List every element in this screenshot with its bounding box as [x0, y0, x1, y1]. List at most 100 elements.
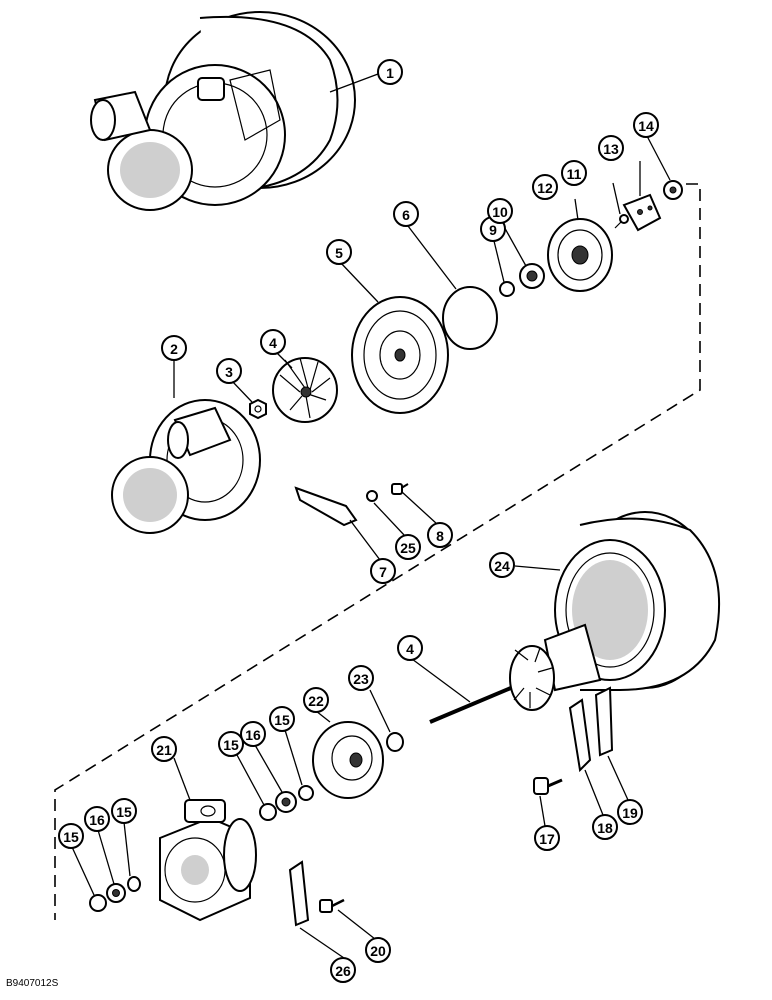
turbine-shaft-wheel: [429, 645, 555, 724]
drawing-code: B9407012S: [6, 978, 59, 989]
callout-number: 4: [269, 335, 277, 351]
callout-number: 24: [494, 558, 510, 574]
callout-circle: [633, 112, 659, 138]
callout-number: 2: [170, 341, 178, 357]
bolt-17: [533, 777, 563, 795]
callout-circle: [534, 825, 560, 851]
callout-number: 11: [567, 166, 582, 182]
callout-c23: 23: [348, 665, 374, 691]
callout-circle: [151, 736, 177, 762]
callout-number: 6: [402, 207, 410, 223]
bearing-16-b: [106, 883, 126, 903]
lock-plate: [622, 193, 662, 232]
callout-number: 21: [156, 742, 172, 758]
retaining-ring-15-d: [127, 876, 141, 892]
callout-number: 17: [539, 831, 555, 847]
callout-c15c: 15: [58, 823, 84, 849]
callout-c6: 6: [393, 201, 419, 227]
bolt-20: [319, 898, 345, 913]
callout-number: 16: [89, 812, 105, 828]
callout-c3: 3: [216, 358, 242, 384]
callout-number: 15: [274, 712, 290, 728]
callout-number: 7: [379, 564, 387, 580]
center-housing: [159, 799, 257, 922]
callout-c14: 14: [633, 112, 659, 138]
callout-c25: 25: [395, 534, 421, 560]
nut-3: [249, 398, 267, 420]
callout-number: 14: [638, 118, 654, 134]
callout-c18: 18: [592, 814, 618, 840]
callout-circle: [240, 721, 266, 747]
callout-circle: [111, 798, 137, 824]
callout-number: 1: [386, 65, 394, 81]
callout-circle: [326, 239, 352, 265]
screw-11: [614, 214, 629, 229]
callout-circle: [269, 706, 295, 732]
callout-number: 4: [406, 641, 414, 657]
turbocharger-assembly: [90, 11, 356, 211]
callout-circle: [395, 534, 421, 560]
callouts: 1234567891011121314252442322151615211516…: [58, 59, 659, 983]
seal-ring-9: [499, 281, 515, 297]
callout-circle: [532, 174, 558, 200]
callout-number: 16: [245, 727, 261, 743]
heat-shield: [312, 721, 384, 799]
callout-c24: 24: [489, 552, 515, 578]
callout-c19: 19: [617, 799, 643, 825]
callout-circle: [370, 558, 396, 584]
nut-14: [663, 180, 683, 200]
callout-c4b: 4: [397, 635, 423, 661]
callout-c21: 21: [151, 736, 177, 762]
callout-c17: 17: [534, 825, 560, 851]
bearing-16-a: [275, 791, 297, 813]
callout-circle: [330, 957, 356, 983]
thrust-plate: [547, 218, 613, 292]
callout-circle: [617, 799, 643, 825]
callout-number: 10: [492, 204, 508, 220]
callout-c16b: 16: [84, 806, 110, 832]
callout-c15b: 15: [269, 706, 295, 732]
clamp-plate-18: [568, 698, 592, 773]
callout-c22: 22: [303, 687, 329, 713]
callout-circle: [58, 823, 84, 849]
callout-circle: [489, 552, 515, 578]
callout-circle: [216, 358, 242, 384]
callout-c16a: 16: [240, 721, 266, 747]
callout-c15a: 15: [218, 731, 244, 757]
callout-circle: [427, 522, 453, 548]
callout-number: 26: [335, 963, 351, 979]
callout-circle: [84, 806, 110, 832]
o-ring: [442, 286, 498, 350]
compressor-wheel: [272, 357, 338, 423]
callout-number: 13: [603, 141, 619, 157]
callout-number: 15: [116, 804, 132, 820]
callout-c8: 8: [427, 522, 453, 548]
callout-number: 15: [63, 829, 79, 845]
callout-circle: [397, 635, 423, 661]
piston-ring-23: [386, 732, 404, 752]
callout-number: 12: [537, 180, 553, 196]
callout-circle: [260, 329, 286, 355]
retaining-ring-15-b: [298, 785, 314, 801]
callout-number: 15: [223, 737, 239, 753]
assembly-dashed-line: [54, 183, 701, 920]
callout-circle: [592, 814, 618, 840]
callout-number: 23: [353, 671, 369, 687]
callout-c5: 5: [326, 239, 352, 265]
clamp-plate-7: [294, 486, 358, 527]
callout-number: 5: [335, 245, 343, 261]
insert-10: [519, 263, 545, 289]
callout-number: 22: [308, 693, 324, 709]
callout-circle: [377, 59, 403, 85]
bolt-8: [391, 483, 409, 495]
retaining-ring-15-c: [89, 894, 107, 912]
callout-circle: [218, 731, 244, 757]
callout-c15d: 15: [111, 798, 137, 824]
leader-lines: [71, 73, 671, 959]
callout-number: 20: [370, 943, 386, 959]
callout-c10: 10: [487, 198, 513, 224]
callout-number: 3: [225, 364, 233, 380]
callout-c11: 11: [561, 160, 587, 186]
callout-number: 19: [622, 805, 638, 821]
